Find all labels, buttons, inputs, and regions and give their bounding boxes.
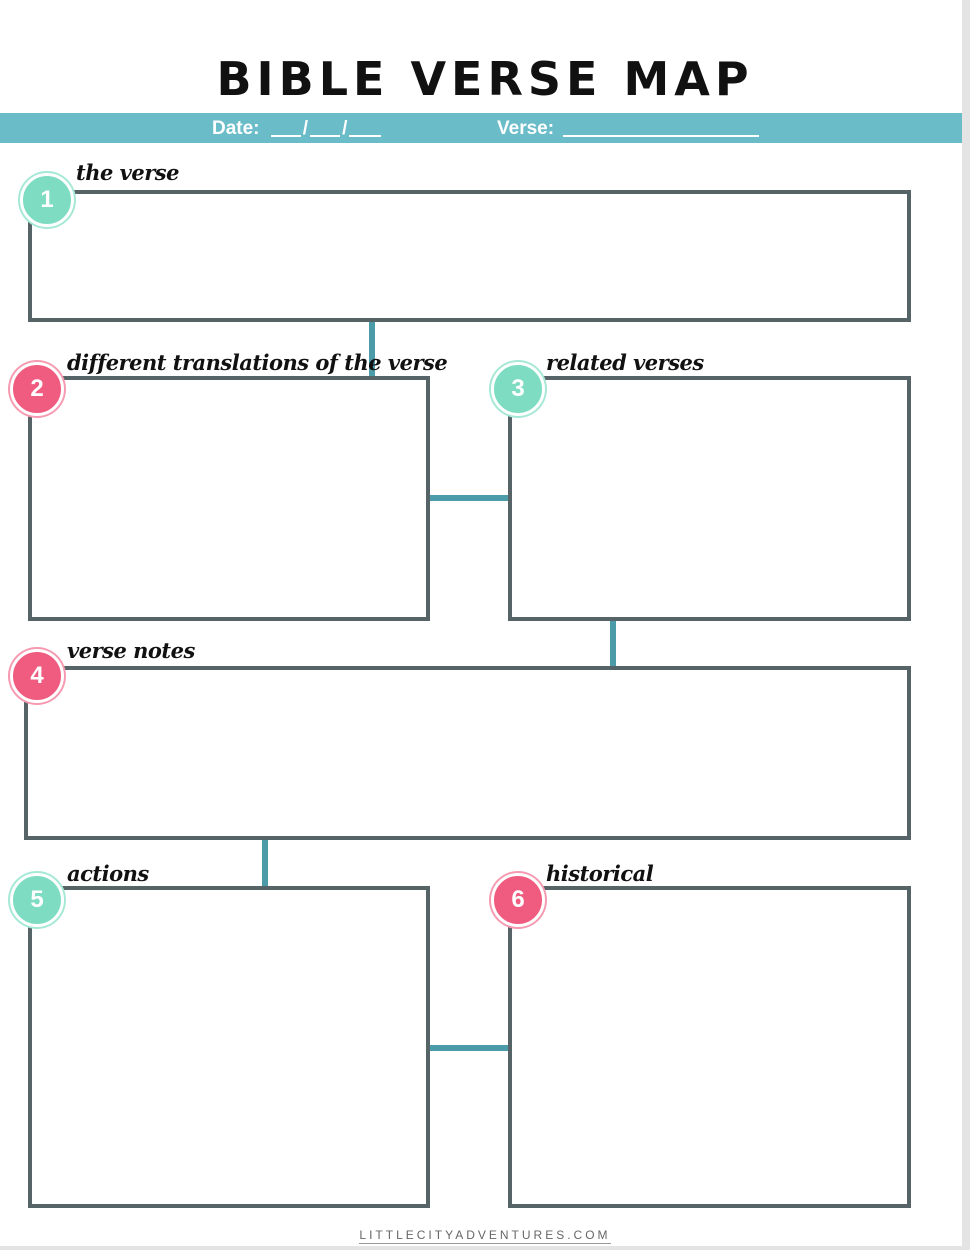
date-blank-year (349, 117, 382, 137)
verse-blank (563, 117, 760, 137)
section-number-badge: 2 (10, 362, 64, 416)
box-historical[interactable] (508, 886, 911, 1208)
box-actions[interactable] (28, 886, 430, 1208)
connector-3-4 (610, 618, 616, 670)
box-translations[interactable] (28, 376, 430, 621)
page-title: BIBLE VERSE MAP (216, 52, 754, 106)
section-number-badge: 5 (10, 873, 64, 927)
connector-5-6 (426, 1045, 512, 1051)
header-band (0, 113, 962, 143)
section-label-historical: historical (546, 861, 654, 886)
date-blank-day (310, 117, 341, 137)
section-label-translations: different translations of the verse (67, 350, 448, 375)
connector-1-2 (369, 318, 375, 380)
page-edge (962, 0, 970, 1250)
section-number-badge: 4 (10, 649, 64, 703)
date-blank-month (270, 117, 301, 137)
date-label: Date: (212, 118, 260, 139)
verse-label: Verse: (497, 118, 555, 139)
footer-site-link[interactable]: LITTLECITYADVENTURES.COM (359, 1228, 611, 1244)
section-number-badge: 3 (491, 362, 545, 416)
section-label-actions: actions (67, 861, 149, 886)
box-related-verses[interactable] (508, 376, 911, 621)
connector-2-3 (426, 495, 512, 501)
page-edge (0, 1246, 970, 1250)
box-the-verse[interactable] (28, 190, 911, 322)
section-label-verse-notes: verse notes (67, 638, 195, 663)
box-verse-notes[interactable] (24, 666, 911, 840)
date-field: Date: // (212, 117, 382, 140)
section-label-the-verse: the verse (76, 160, 179, 185)
section-number-badge: 1 (20, 173, 74, 227)
verse-field: Verse: (497, 117, 760, 140)
section-number-badge: 6 (491, 873, 545, 927)
section-label-related-verses: related verses (546, 350, 704, 375)
footer: LITTLECITYADVENTURES.COM (0, 1228, 970, 1244)
connector-4-5 (262, 836, 268, 890)
